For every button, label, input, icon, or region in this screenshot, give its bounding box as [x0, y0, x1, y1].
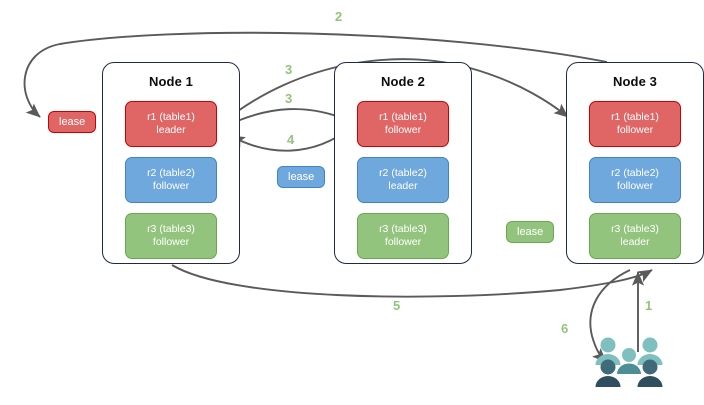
node-title: Node 3: [613, 74, 657, 89]
replica-name: r1 (table1): [379, 110, 427, 123]
node-container-3[interactable]: Node 3 r1 (table1) follower r2 (table2) …: [566, 62, 704, 264]
replica-r3[interactable]: r3 (table3) follower: [357, 213, 449, 259]
arrow-step-5: [171, 264, 653, 298]
replica-r3[interactable]: r3 (table3) leader: [589, 213, 681, 259]
replica-role: leader: [388, 180, 418, 192]
replica-role: leader: [620, 236, 650, 248]
node-title: Node 1: [149, 74, 193, 89]
lease-pill-table1[interactable]: lease: [48, 111, 97, 133]
replica-name: r3 (table3): [379, 222, 427, 235]
step-label-6: 6: [561, 321, 569, 336]
replica-r1[interactable]: r1 (table1) follower: [589, 101, 681, 147]
lease-pill-table3[interactable]: lease: [506, 221, 555, 243]
replica-name: r1 (table1): [147, 110, 195, 123]
replica-name: r2 (table2): [379, 166, 427, 179]
replica-r1[interactable]: r1 (table1) leader: [125, 101, 217, 147]
replica-role: follower: [616, 180, 654, 192]
replica-r2[interactable]: r2 (table2) follower: [125, 157, 217, 203]
replica-role: leader: [156, 124, 186, 136]
replica-role: follower: [384, 124, 422, 136]
replica-role: follower: [152, 180, 190, 192]
node-container-1[interactable]: Node 1 r1 (table1) leader r2 (table2) fo…: [102, 62, 240, 264]
node-container-2[interactable]: Node 2 r1 (table1) follower r2 (table2) …: [334, 62, 472, 264]
replica-role: follower: [616, 124, 654, 136]
lease-label: lease: [59, 116, 86, 128]
replica-role: follower: [384, 236, 422, 248]
step-label-1: 1: [645, 298, 653, 313]
lease-pill-table2[interactable]: lease: [277, 166, 326, 188]
replica-list: r1 (table1) follower r2 (table2) leader …: [335, 101, 471, 259]
step-label-3-upper: 3: [285, 62, 293, 77]
replica-r1[interactable]: r1 (table1) follower: [357, 101, 449, 147]
step-label-2: 2: [335, 9, 343, 24]
lease-label: lease: [517, 226, 544, 238]
step-label-3-lower: 3: [285, 91, 293, 106]
replica-name: r3 (table3): [611, 222, 659, 235]
replica-r2[interactable]: r2 (table2) follower: [589, 157, 681, 203]
arrow-step-3-to-node2: [221, 108, 351, 129]
replica-name: r3 (table3): [147, 222, 195, 235]
lease-label: lease: [288, 171, 315, 183]
replica-r2[interactable]: r2 (table2) leader: [357, 157, 449, 203]
step-label-4: 4: [287, 132, 295, 147]
replica-role: follower: [152, 236, 190, 248]
replica-name: r2 (table2): [147, 166, 195, 179]
replica-name: r1 (table1): [611, 110, 659, 123]
replica-name: r2 (table2): [611, 166, 659, 179]
replica-list: r1 (table1) follower r2 (table2) followe…: [567, 101, 703, 259]
step-label-5: 5: [393, 298, 401, 313]
clients-icon: [595, 337, 663, 387]
node-title: Node 2: [381, 74, 425, 89]
replica-list: r1 (table1) leader r2 (table2) follower …: [103, 101, 239, 259]
replica-r3[interactable]: r3 (table3) follower: [125, 213, 217, 259]
